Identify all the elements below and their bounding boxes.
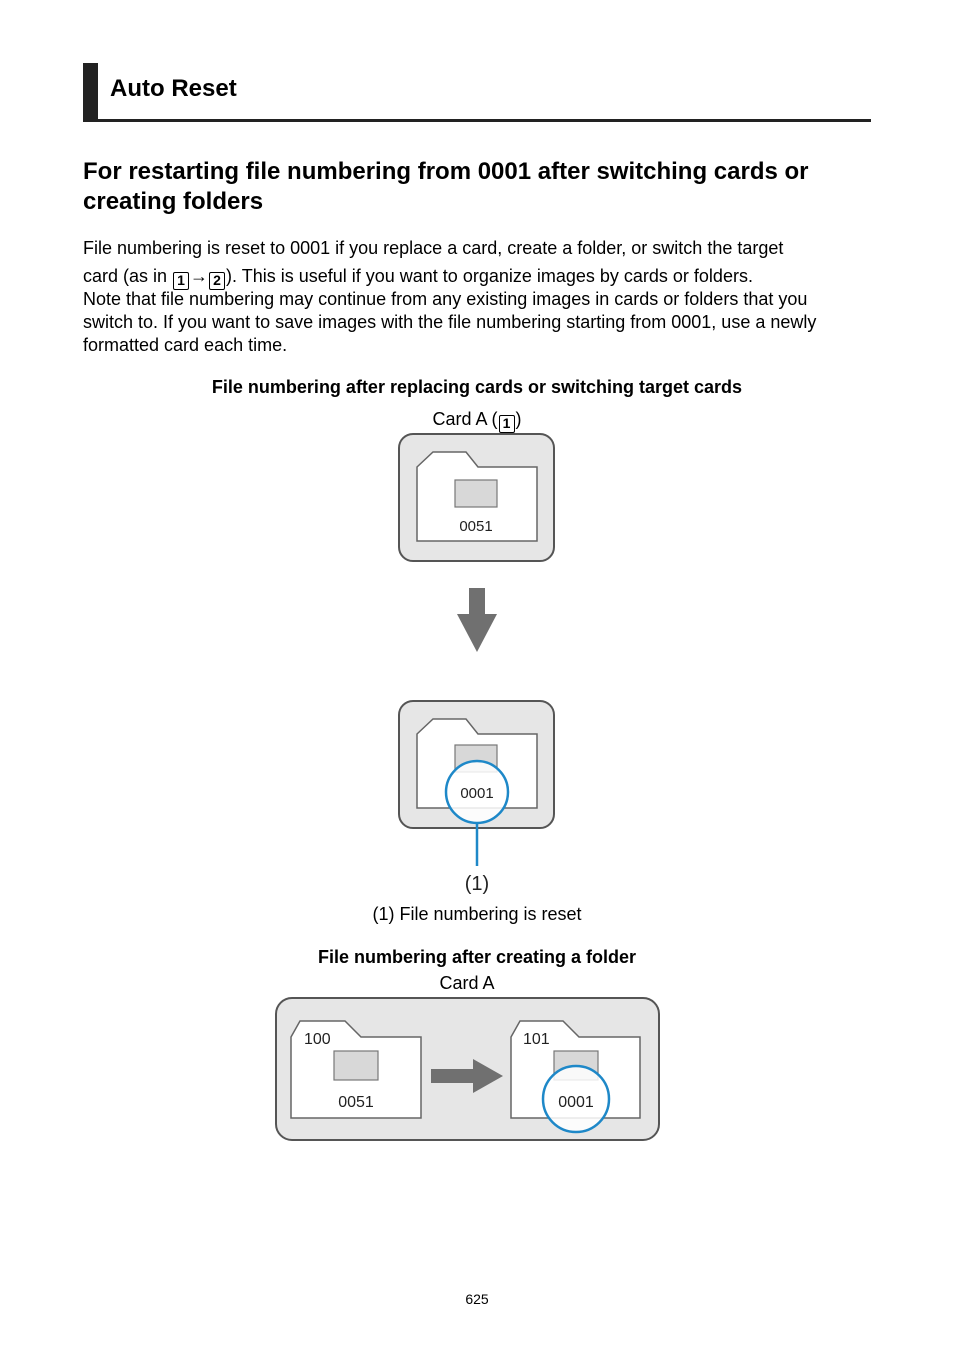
section-header: Auto Reset [83, 63, 871, 122]
section-title: Auto Reset [110, 75, 237, 102]
arrow-glyph: → [190, 266, 209, 286]
body-line-3: Note that file numbering may continue fr… [83, 289, 808, 309]
body-line-5: formatted card each time. [83, 335, 288, 355]
callout-label: (1) [465, 873, 489, 895]
body-line-4: switch to. If you want to save images wi… [83, 312, 817, 332]
figure2-card-label: Card A [439, 973, 495, 993]
folder-101-name: 101 [523, 1031, 550, 1048]
card-a-number: 0051 [459, 518, 492, 535]
card-b-number: 0001 [460, 785, 493, 802]
card-a-label: Card A (1) [0, 409, 954, 433]
body-line-2-start: card (as in [83, 266, 173, 286]
figure2-caption: File numbering after creating a folder [317, 947, 637, 967]
card-slot-2-icon: 2 [209, 272, 226, 290]
card-slot-1-icon: 1 [173, 272, 190, 290]
body-line-2: card (as in 1→2). This is useful if you … [83, 265, 883, 290]
section-marker [83, 63, 98, 121]
right-arrow-icon [431, 1059, 503, 1093]
subsection-heading: For restarting file numbering from 0001 … [83, 157, 873, 217]
card-slot-1-icon: 1 [498, 415, 515, 433]
card-a-label-close: ) [515, 409, 522, 429]
card-folder-illustration: 100 0051 101 0001 [275, 997, 660, 1141]
folder-101-number: 0001 [558, 1094, 594, 1111]
figure1-note: (1) File numbering is reset [372, 904, 582, 924]
card-a-label-text: Card A ( [432, 409, 498, 429]
heading-line-1: For restarting file numbering from 0001 … [83, 158, 809, 185]
folder-100-number: 0051 [338, 1094, 374, 1111]
page-number: 625 [465, 1291, 489, 1307]
heading-line-2: creating folders [83, 188, 264, 215]
card-a-illustration: 0051 [398, 433, 555, 562]
body-line-1: File numbering is reset to 0001 if you r… [83, 238, 784, 258]
card-b-illustration: 0001 (1) [398, 700, 555, 895]
section-rule [83, 119, 871, 122]
figure1-caption: File numbering after replacing cards or … [211, 377, 743, 397]
folder-100-name: 100 [304, 1031, 331, 1048]
down-arrow-icon [457, 588, 497, 652]
body-line-2-end: ). This is useful if you want to organiz… [226, 266, 753, 286]
